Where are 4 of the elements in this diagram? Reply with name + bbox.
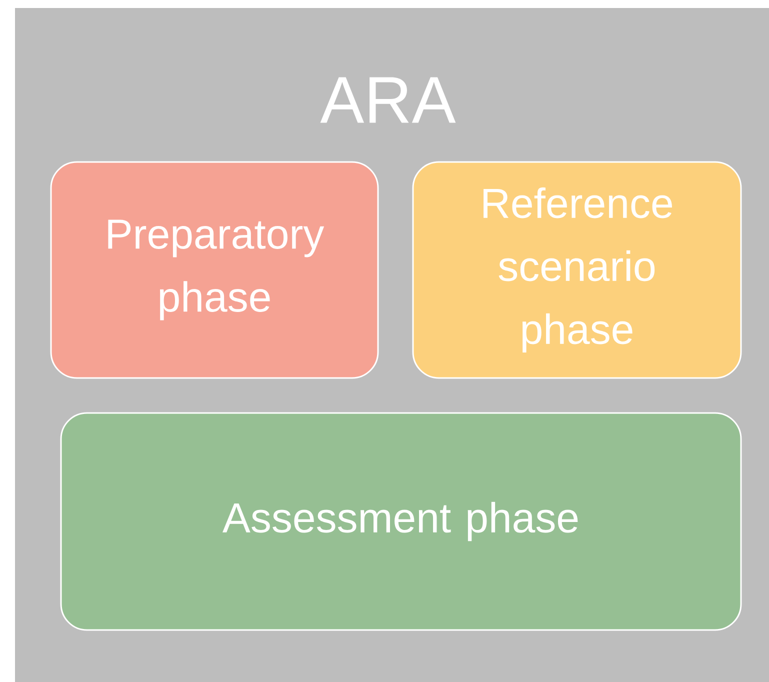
phase-box: Reference scenario phase xyxy=(412,161,742,379)
panel-title: ARA xyxy=(320,77,456,123)
phase-box: Assessment phase xyxy=(60,412,742,631)
phase-box: Preparatory phase xyxy=(50,161,379,379)
